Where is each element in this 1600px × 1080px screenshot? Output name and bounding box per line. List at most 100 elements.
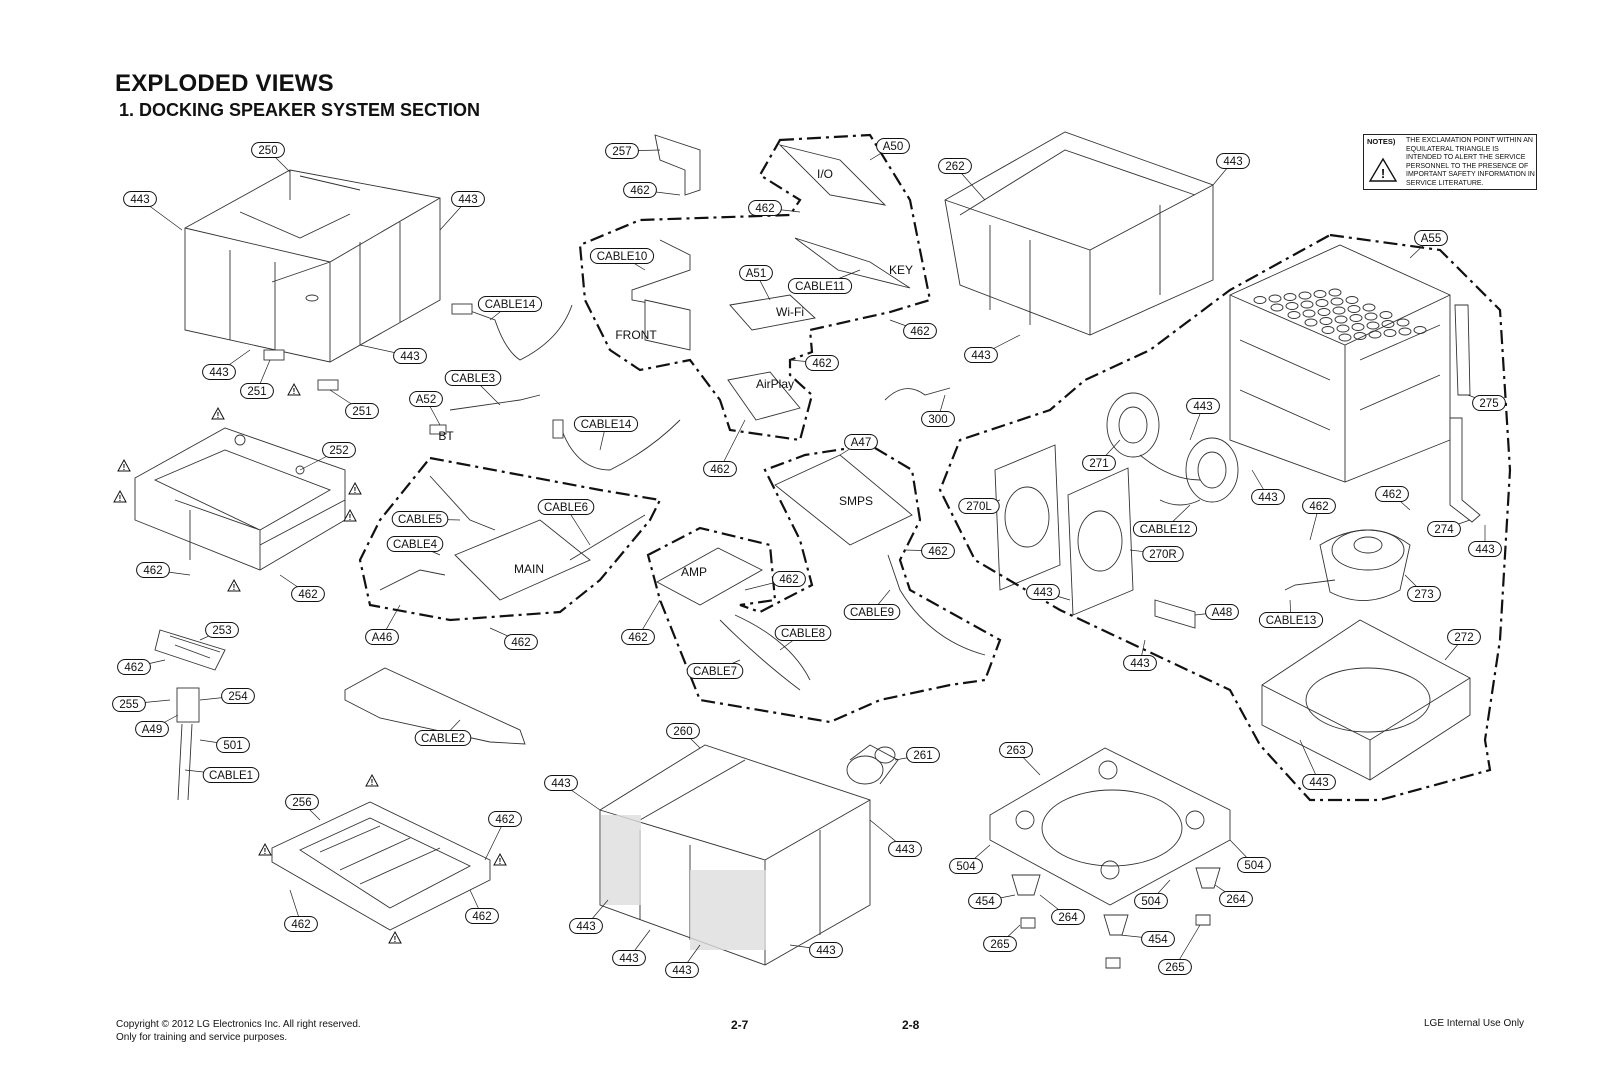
callout-bubble [748, 200, 782, 216]
callout-text: 443 [1223, 156, 1242, 168]
callout-bubble [805, 355, 839, 371]
callout-text: 443 [1258, 492, 1277, 504]
copyright: Copyright © 2012 LG Electronics Inc. All… [116, 1018, 361, 1044]
callout-bubble [623, 182, 657, 198]
svg-text:!: ! [217, 411, 220, 420]
callout-462: 462 [748, 200, 801, 216]
notes-box: NOTES) ! THE EXCLAMATION POINT WITHIN AN… [1363, 134, 1537, 190]
callout-bubble [477, 296, 543, 312]
warning-triangle-icon: ! [388, 930, 402, 944]
callout-bubble [205, 622, 239, 638]
callout-bubble [345, 403, 379, 419]
callout-bubble [465, 908, 499, 924]
callout-cable10: CABLE10 [589, 248, 655, 271]
callout-bubble [612, 950, 646, 966]
callout-bubble [1258, 612, 1324, 628]
callout-443: 443 [1251, 469, 1285, 505]
callout-443: 443 [1026, 584, 1071, 601]
warning-triangle-icons: !!!!!!!!!!! [113, 382, 507, 944]
callout-bubble [844, 434, 878, 450]
callout-text: 256 [292, 797, 311, 809]
callout-text: CABLE12 [1140, 524, 1191, 536]
callout-text: 275 [1479, 398, 1498, 410]
warning-triangle-icon: ! [348, 481, 362, 495]
warning-triangle-icon: ! [365, 773, 379, 787]
part-label-amp: AMP [681, 565, 707, 579]
warning-triangle-icon: ! [227, 578, 241, 592]
callout-462: 462 [621, 599, 661, 645]
callout-text: 264 [1058, 912, 1078, 924]
callout-text: A47 [851, 437, 871, 449]
callout-cable7: CABLE7 [686, 659, 744, 679]
callout-text: A55 [1421, 233, 1441, 245]
callout-bubble [544, 775, 578, 791]
callout-252: 252 [299, 442, 356, 471]
callout-text: 462 [291, 919, 310, 931]
callout-bubble [1082, 455, 1116, 471]
callout-270r: 270R [1129, 546, 1184, 562]
callout-462: 462 [465, 889, 499, 924]
callout-265: 265 [983, 924, 1021, 952]
callout-254: 254 [199, 688, 255, 704]
callout-bubble [605, 143, 639, 159]
callout-text: 443 [400, 351, 419, 363]
callout-bubble [1141, 931, 1175, 947]
callout-462: 462 [703, 419, 746, 477]
callout-text: 273 [1414, 589, 1433, 601]
callout-cable2: CABLE2 [414, 719, 472, 746]
callout-bubble [809, 942, 843, 958]
callout-cable14: CABLE14 [573, 416, 639, 451]
warning-triangle-icon: ! [117, 458, 131, 472]
callout-bubble [903, 323, 937, 339]
callout-cable8: CABLE8 [774, 625, 832, 651]
callout-bubble [251, 142, 285, 158]
callout-bubble [1468, 541, 1502, 557]
callout-bubble [1302, 774, 1336, 790]
callout-443: 443 [789, 942, 843, 958]
callout-text: CABLE4 [393, 539, 438, 551]
callout-a50: A50 [869, 138, 910, 161]
part-label-i-o: I/O [817, 167, 833, 181]
callout-text: 462 [779, 574, 798, 586]
callout-bubble [284, 916, 318, 932]
callout-462: 462 [1375, 486, 1411, 511]
callout-260: 260 [666, 723, 701, 749]
part-label-bt: BT [438, 429, 454, 443]
callout-a55: A55 [1409, 230, 1448, 259]
callout-bubble [772, 571, 806, 587]
warning-triangle-icon: ! [258, 842, 272, 856]
callout-bubble [665, 962, 699, 978]
callout-bubble [1447, 629, 1481, 645]
warning-triangle-icon: ! [493, 852, 507, 866]
callout-bubble [774, 625, 832, 641]
callout-501: 501 [199, 737, 250, 753]
callout-bubble [906, 747, 940, 763]
callout-text: 443 [1033, 587, 1052, 599]
callout-bubble [391, 511, 449, 527]
callout-bubble [1205, 604, 1239, 620]
callout-bubble [1158, 959, 1192, 975]
callout-text: 462 [630, 185, 649, 197]
callout-bubble [589, 248, 655, 264]
callout-bubble [921, 543, 955, 559]
callout-bubble [537, 499, 595, 515]
copyright-line-1: Copyright © 2012 LG Electronics Inc. All… [116, 1019, 361, 1030]
callout-270l: 270L [958, 498, 1001, 514]
callout-text: CABLE6 [544, 502, 588, 514]
callout-265: 265 [1158, 924, 1201, 975]
callout-text: CABLE14 [581, 419, 632, 431]
callout-462: 462 [1302, 498, 1336, 541]
callout-text: 443 [1309, 777, 1328, 789]
callout-text: 501 [223, 740, 242, 752]
callout-text: 264 [1226, 894, 1246, 906]
callout-504: 504 [1229, 839, 1271, 873]
notes-label: NOTES) [1367, 137, 1396, 146]
callout-443: 443 [1212, 153, 1250, 186]
callout-text: A52 [416, 394, 436, 406]
callout-text: 250 [258, 145, 277, 157]
callout-text: 274 [1434, 524, 1454, 536]
callout-bubble [221, 688, 255, 704]
callout-a52: A52 [409, 391, 443, 426]
